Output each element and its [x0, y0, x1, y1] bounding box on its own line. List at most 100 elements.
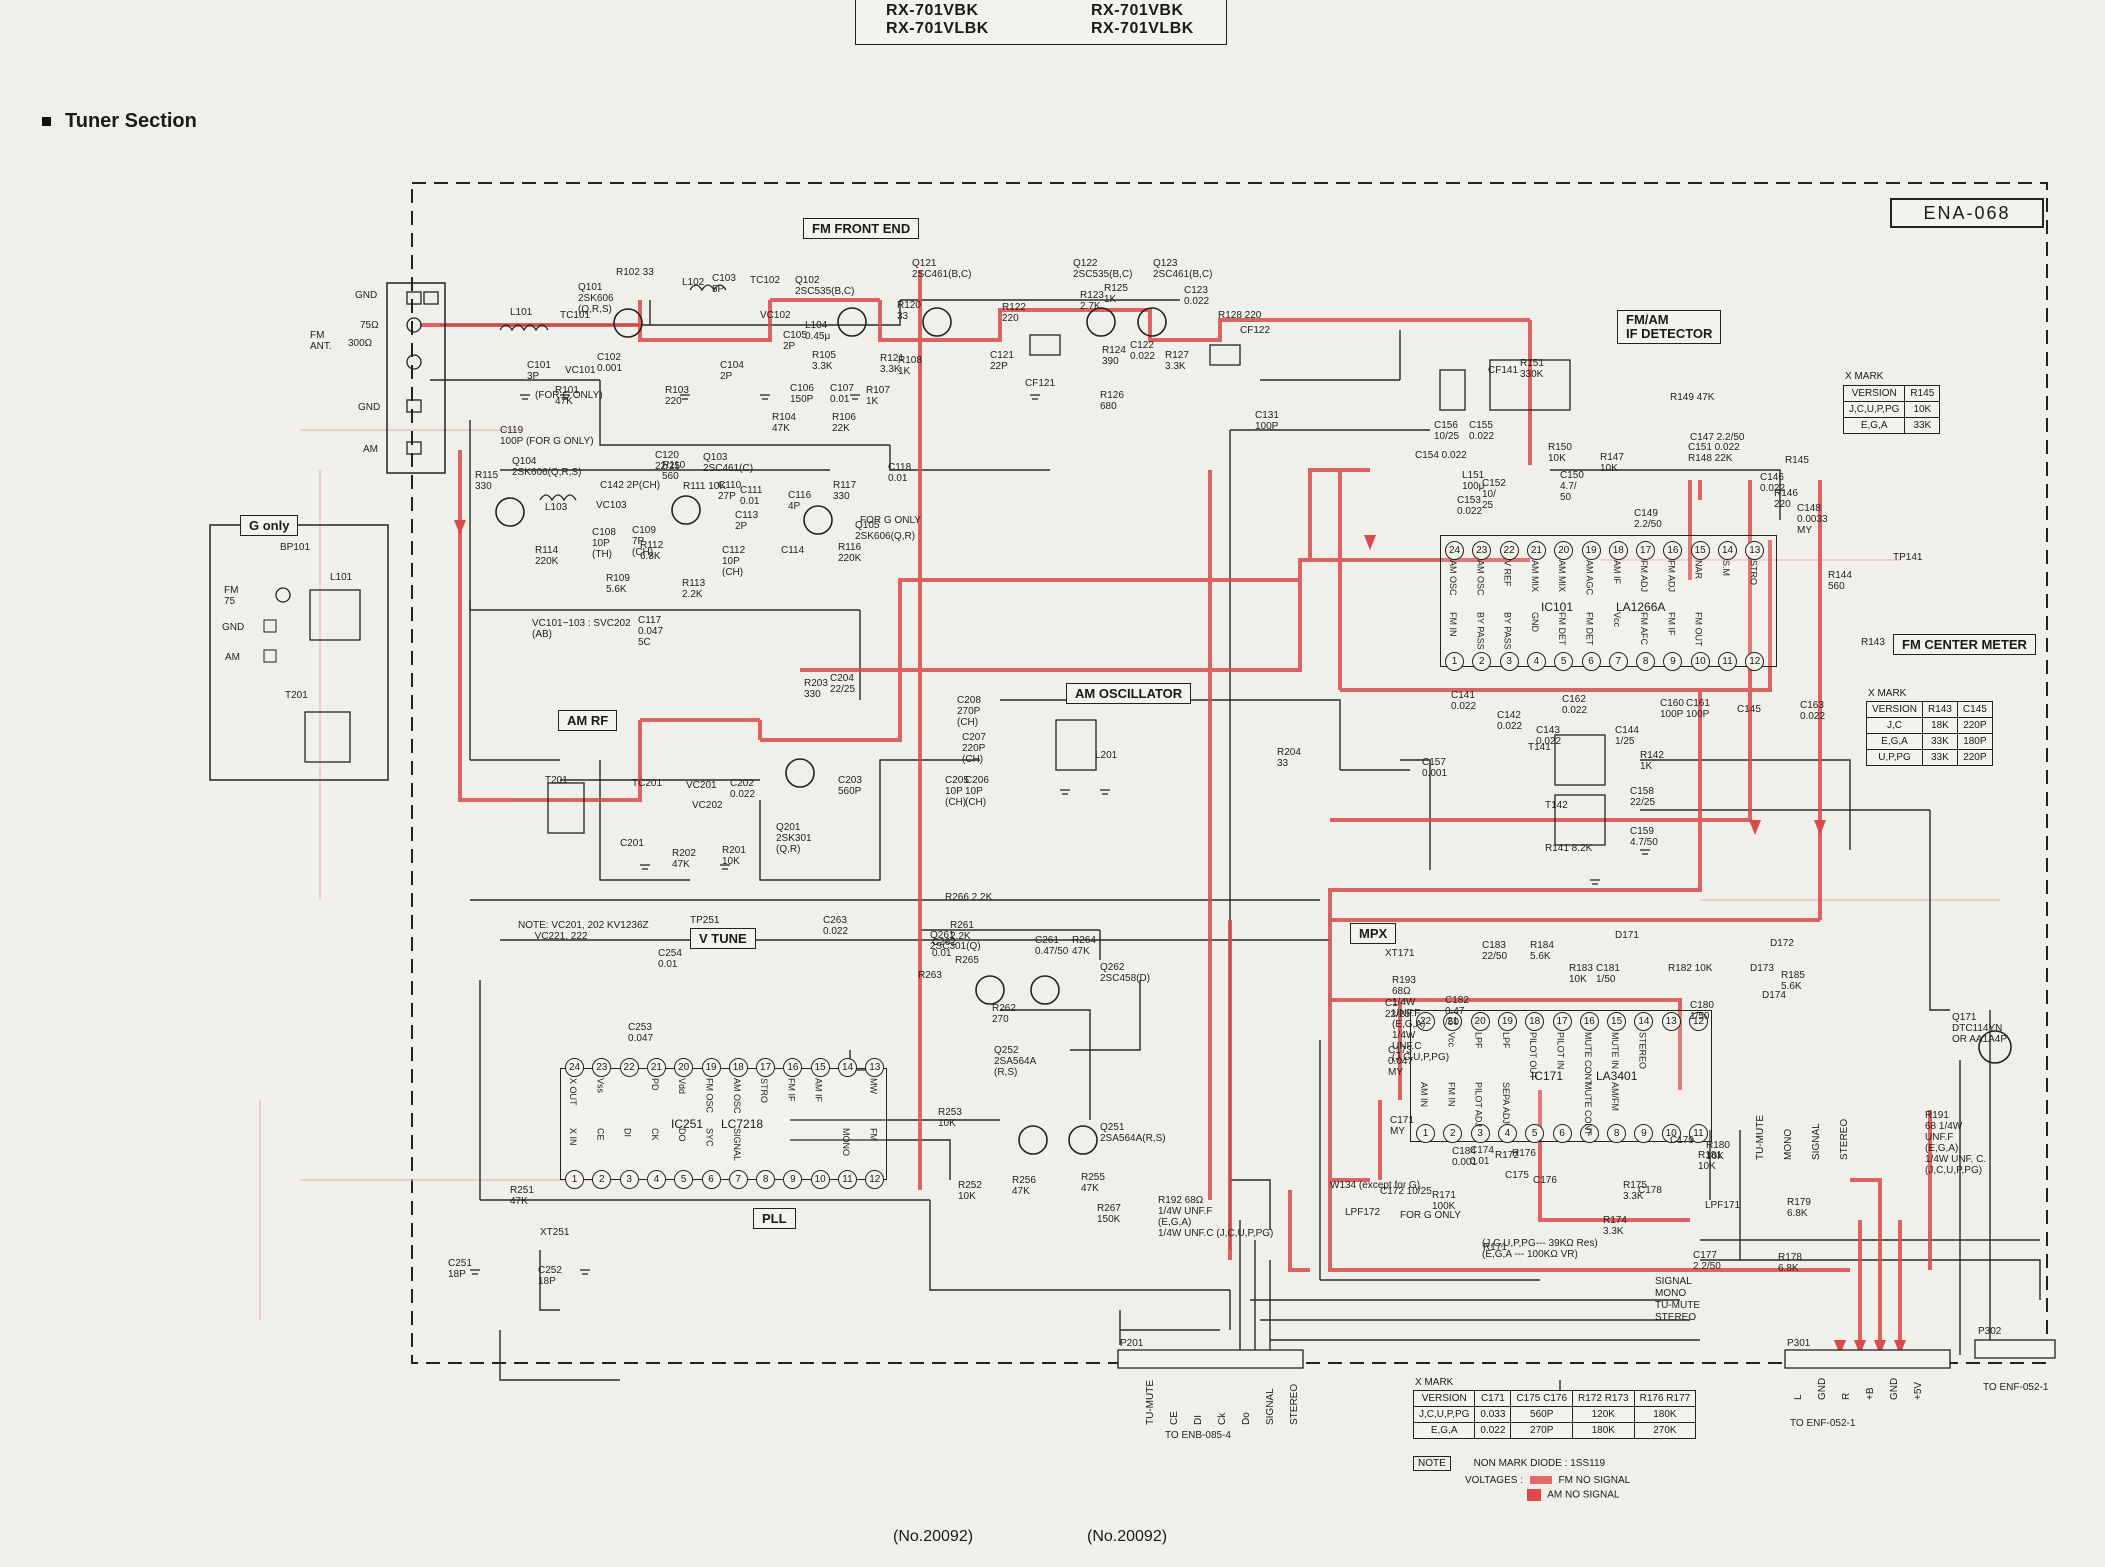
p301-pin-label: +B	[1865, 1387, 1876, 1400]
ic251-pin-label-11: MONO	[841, 1128, 851, 1156]
ic101-pin-21: 21	[1526, 541, 1546, 560]
component-label: VC101	[565, 365, 596, 376]
component-label: C131 100P	[1255, 410, 1279, 432]
section-title: Tuner Section	[42, 110, 197, 133]
component-label: C143 0.022	[1536, 725, 1562, 747]
component-label: C208 270P (CH)	[957, 695, 981, 728]
ic251-pin-9: 9	[783, 1170, 803, 1189]
ic101-pin-label-2: BY PASS	[1475, 612, 1486, 650]
ic101-pin-19: 19	[1581, 541, 1601, 560]
component-label: R143	[1861, 637, 1885, 648]
ic101-pin-label-8: FM AFC	[1639, 612, 1650, 645]
component-label: (FOR G ONLY)	[535, 390, 603, 401]
note-fm: FM NO SIGNAL	[1558, 1475, 1631, 1486]
component-label: C123 0.022	[1184, 285, 1210, 307]
component-label: TO ENF-052-1	[1790, 1418, 1856, 1429]
component-label: R251 47K	[510, 1185, 534, 1207]
component-label: C155 0.022	[1469, 420, 1495, 442]
component-label: R182 10K	[1668, 963, 1713, 974]
ic101-pin-label-13: STRO	[1748, 560, 1759, 586]
transistor-label: Q121 2SC461(B,C)	[912, 258, 972, 280]
ic101-pin-label-19: AM AGC	[1584, 560, 1595, 596]
ic101-pin-label-22: V REF	[1502, 560, 1513, 587]
ic101-pin-12: 12	[1745, 652, 1765, 671]
component-label: R193 68Ω 1/4W UNF.F (E,G,A) 1/4W UNF.C (…	[1392, 975, 1450, 1063]
component-label: C252 18P	[538, 1265, 562, 1287]
component-label: C203 560P	[838, 775, 862, 797]
ic101-pin-label-1: FM IN	[1448, 612, 1458, 637]
transistor-label: Q123 2SC461(B,C)	[1153, 258, 1213, 280]
p201-pin-label: Do	[1241, 1412, 1252, 1425]
component-label: C205 10P (CH)	[945, 775, 969, 808]
ic251-pin-18: 18	[728, 1058, 748, 1077]
ic171-pin-1: 1	[1416, 1124, 1435, 1143]
p301-pin-label: GND	[1817, 1377, 1828, 1400]
ic101-pin-label-4: GND	[1529, 612, 1540, 632]
v-tune-label: V TUNE	[690, 928, 756, 949]
component-label: C207 220P (CH)	[962, 732, 986, 765]
ic171-pin-8: 8	[1607, 1124, 1627, 1143]
component-label: R128 220	[1218, 310, 1262, 321]
ic171-pin-15: 15	[1607, 1012, 1627, 1031]
ic251-pin-4: 4	[646, 1170, 666, 1189]
rear-pin-label: STEREO	[1839, 1118, 1850, 1160]
ic251-pin-12: 12	[865, 1170, 885, 1189]
component-label: L102	[682, 277, 705, 288]
component-label: P302	[1978, 1326, 2002, 1337]
component-label: C122 0.022	[1130, 340, 1156, 362]
ic171-pin-label-19: LPF	[1500, 1032, 1511, 1049]
component-label: C151 0.022	[1688, 442, 1740, 453]
ic101-pin-13: 13	[1745, 541, 1765, 560]
ic101-pin-label-23: AM OSC	[1475, 560, 1486, 596]
ic101-pin-3: 3	[1499, 652, 1519, 671]
ic171-pin-7: 7	[1579, 1124, 1599, 1143]
transistor-label: Q252 2SA564A (R,S)	[994, 1045, 1037, 1078]
am-swatch	[1527, 1489, 1541, 1501]
ic171-pin-22: 22	[1416, 1012, 1435, 1031]
component-label: R204 33	[1277, 747, 1301, 769]
bus-line-label: SIGNAL	[1655, 1276, 1692, 1287]
component-label: R120 33	[897, 300, 921, 322]
ic251-pin-label-7: SIGNAL	[731, 1128, 742, 1162]
component-label: C111 0.01	[740, 485, 763, 507]
component-label: R121 3.3K	[880, 353, 904, 375]
p201-pin-label: TU-MUTE	[1145, 1380, 1156, 1425]
ic251-pin-2: 2	[592, 1170, 612, 1189]
ic171-pin-label-15: MUTE IN	[1610, 1032, 1621, 1069]
component-label: C105 2P	[783, 330, 807, 352]
component-label: C263 0.022	[823, 915, 849, 937]
section-title-text: Tuner Section	[65, 110, 197, 132]
ic101-pin-1: 1	[1445, 652, 1464, 671]
component-label: R145	[1785, 455, 1809, 466]
component-label: C114	[781, 545, 805, 556]
ic251-part: LC7218	[721, 1117, 764, 1131]
g-only-label: G only	[240, 515, 299, 536]
component-label: R181 10K	[1698, 1150, 1722, 1172]
component-label: R150 10K	[1548, 442, 1572, 464]
mark-table-1-title: X MARK	[1845, 371, 1884, 382]
mark-table-2-title: X MARK	[1868, 688, 1907, 699]
component-label: LPF171	[1705, 1200, 1741, 1211]
ic171-pin-18: 18	[1525, 1012, 1545, 1031]
pll-label: PLL	[753, 1208, 796, 1229]
component-label: R110 560	[662, 460, 686, 482]
p201-pin-label: DI	[1193, 1415, 1204, 1425]
component-label: T201	[545, 775, 568, 786]
am-rf-label: AM RF	[558, 710, 618, 731]
connector-symbols	[1117, 1339, 2056, 1369]
component-label: R171	[1483, 1242, 1507, 1253]
component-label: W134 (except for G)	[1330, 1180, 1421, 1191]
ic171-pin-label-1: AM IN	[1419, 1082, 1429, 1108]
ic251-pin-label-18: AM OSC	[731, 1078, 742, 1114]
component-label: R202 47K	[672, 848, 696, 870]
rear-pin-label: MONO	[1783, 1128, 1794, 1160]
component-label: R185 5.6K	[1781, 970, 1805, 992]
ic251-pin-20: 20	[674, 1058, 694, 1077]
component-label: R262 270	[992, 1003, 1016, 1025]
component-label: VC202	[692, 800, 723, 811]
component-label: R171 100K	[1432, 1190, 1456, 1212]
component-label: C183 22/50	[1482, 940, 1508, 962]
ic101-pin-20: 20	[1554, 541, 1574, 560]
ic171-pin-4: 4	[1497, 1124, 1517, 1143]
